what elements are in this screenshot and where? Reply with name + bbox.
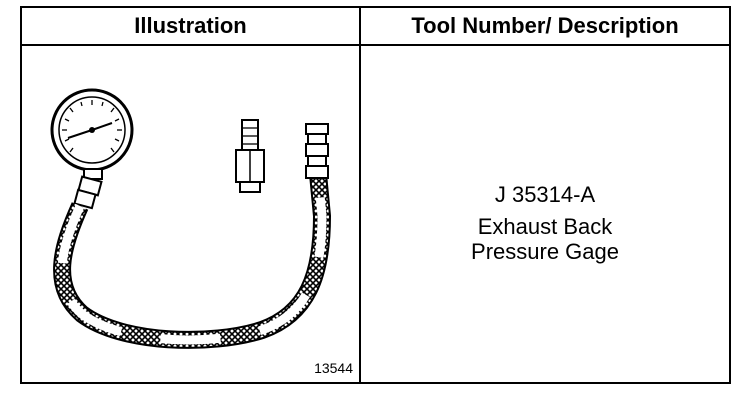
tool-table: Illustration Tool Number/ Description bbox=[20, 6, 731, 384]
hose-icon bbox=[53, 173, 332, 349]
header-divider bbox=[22, 44, 729, 46]
illustration-cell: 13544 bbox=[22, 46, 359, 382]
tool-description-line-1: Exhaust Back bbox=[477, 214, 613, 239]
gauge-icon bbox=[50, 88, 134, 210]
hose-end-fitting-icon bbox=[305, 123, 329, 179]
tool-description-cell: J 35314-A Exhaust Back Pressure Gage bbox=[361, 46, 729, 382]
column-divider bbox=[359, 8, 361, 382]
pressure-gauge-with-hose-icon bbox=[50, 88, 332, 349]
header-tool-description: Tool Number/ Description bbox=[411, 13, 679, 38]
adapter-fitting-icon bbox=[235, 119, 265, 193]
header-illustration: Illustration bbox=[134, 13, 247, 38]
tool-description: Exhaust Back Pressure Gage bbox=[361, 214, 729, 264]
figure-number: 13544 bbox=[314, 360, 353, 376]
tool-description-line-2: Pressure Gage bbox=[471, 239, 619, 264]
tool-number: J 35314-A bbox=[494, 182, 596, 207]
